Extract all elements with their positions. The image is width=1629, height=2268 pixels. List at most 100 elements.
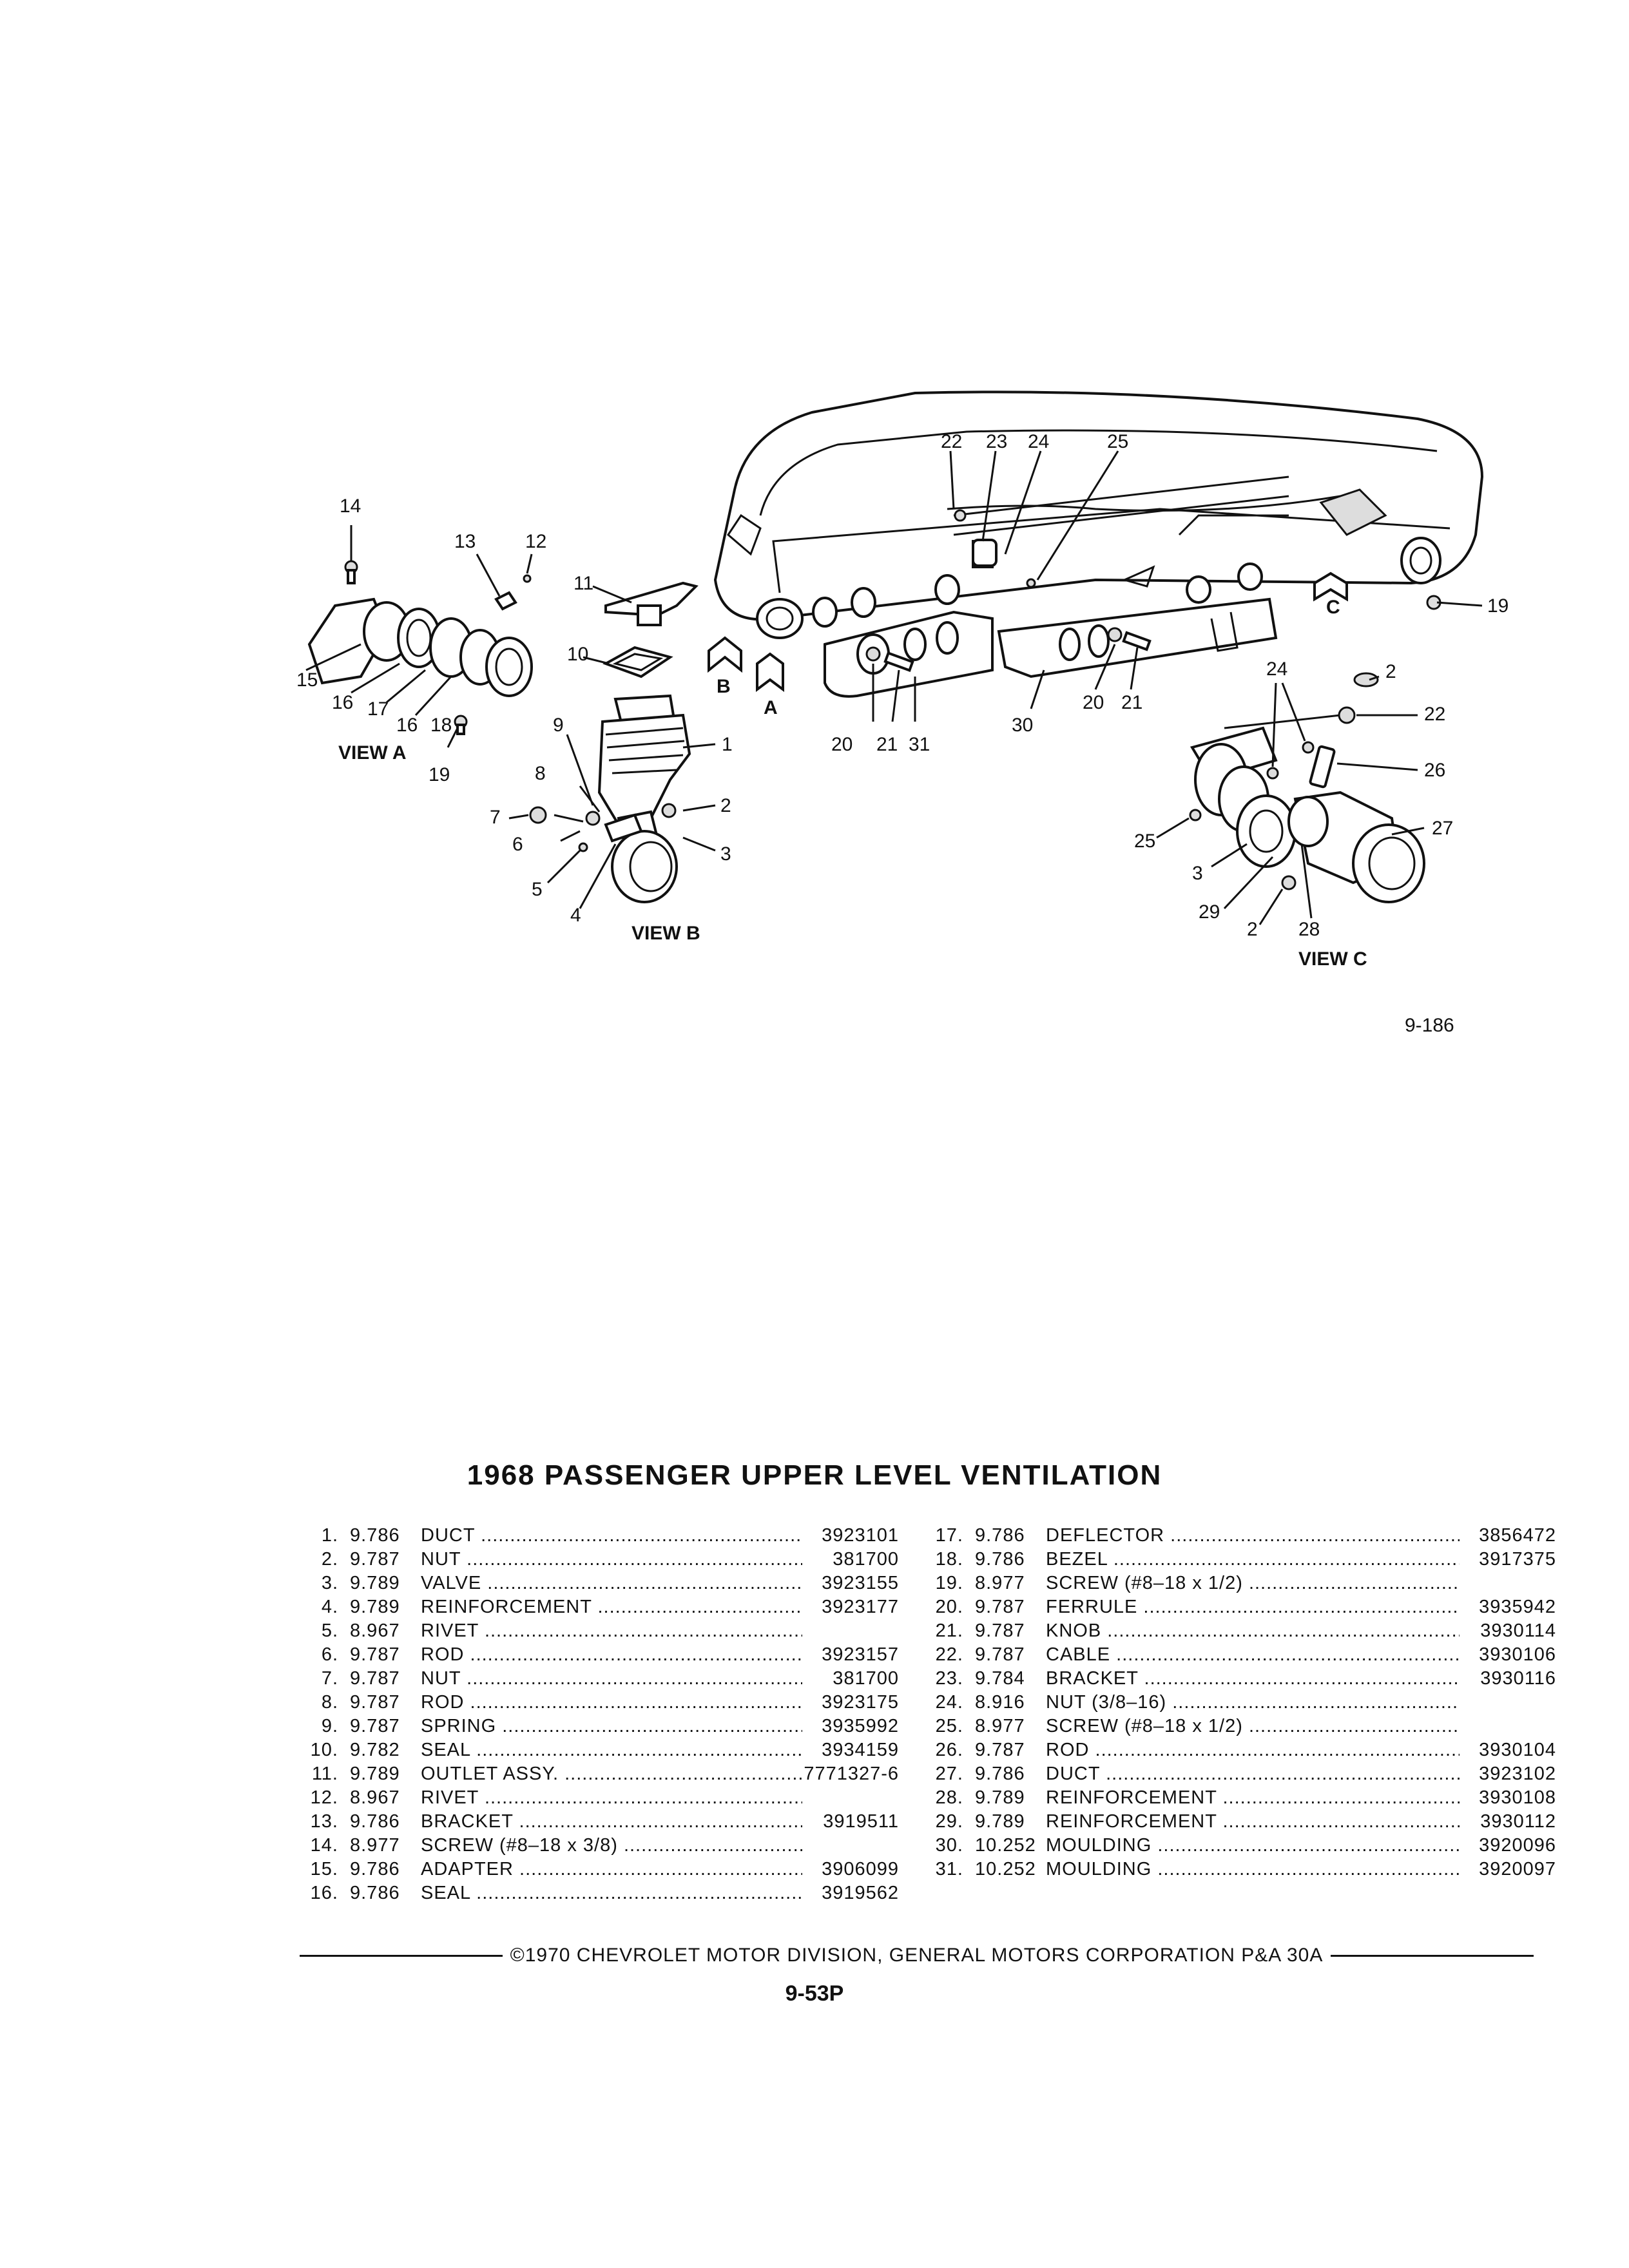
- item-number: 25.: [935, 1716, 963, 1736]
- callout-4: 4: [570, 905, 581, 926]
- group-number: 9.789: [350, 1763, 400, 1784]
- part-name: FERRULE: [1046, 1597, 1460, 1618]
- item-number: 4.: [321, 1597, 338, 1617]
- callout-27: 27: [1432, 818, 1453, 839]
- item-number: 9.: [321, 1716, 338, 1736]
- part-number: 3930112: [1480, 1811, 1556, 1832]
- callout-11: 11: [574, 573, 593, 594]
- parts-row: 30.10.252MOULDING3920096: [925, 1834, 1556, 1858]
- parts-row: 24. 8.916 NUT (3/8–16): [925, 1691, 1556, 1715]
- part-name: ROD: [421, 1644, 802, 1666]
- footer-rule-right: [1331, 1954, 1534, 1957]
- parts-row: 23.9.784BRACKET3930116: [925, 1667, 1556, 1691]
- part-name: SEAL: [421, 1883, 802, 1904]
- view-b-diagram: [508, 694, 716, 909]
- part-name: MOULDING: [1046, 1859, 1460, 1880]
- part-number: 3920097: [1479, 1859, 1556, 1879]
- parts-list-left: 1.9.786DUCT39231012.9.787NUT3817003.9.78…: [300, 1524, 899, 1905]
- callout-19-view-a: 19: [429, 764, 450, 785]
- item-number: 21.: [935, 1620, 963, 1641]
- part-name: NUT (3/8–16): [1046, 1692, 1460, 1713]
- item-number: 15.: [310, 1859, 338, 1879]
- callout-26: 26: [1424, 760, 1445, 781]
- callout-22-view-c: 22: [1424, 704, 1445, 725]
- part-number: 3934159: [822, 1740, 899, 1760]
- part-number: 381700: [833, 1668, 899, 1689]
- group-number: 9.787: [350, 1644, 400, 1665]
- part-name: SCREW (#8–18 x 3/8): [421, 1835, 802, 1856]
- parts-row: 31.10.252MOULDING3920097: [925, 1858, 1556, 1881]
- item-number: 19.: [935, 1573, 963, 1593]
- item-number: 11.: [311, 1763, 338, 1784]
- callout-16b: 16: [396, 715, 418, 736]
- item-number: 16.: [310, 1883, 338, 1903]
- view-c-diagram: [1156, 672, 1425, 925]
- parts-row: 26.9.787ROD3930104: [925, 1738, 1556, 1762]
- group-number: 9.789: [350, 1597, 400, 1617]
- part-number: 3920096: [1479, 1835, 1556, 1856]
- parts-row: 2.9.787NUT381700: [300, 1548, 899, 1571]
- callout-29: 29: [1199, 901, 1220, 923]
- arrow-letter-c: C: [1326, 597, 1340, 618]
- view-c-label: VIEW C: [1298, 948, 1367, 970]
- callout-14: 14: [340, 495, 361, 517]
- part-name: NUT: [421, 1668, 802, 1689]
- callout-16: 16: [332, 692, 353, 713]
- part-name: RIVET: [421, 1787, 802, 1809]
- item-number: 26.: [935, 1740, 963, 1760]
- arrow-letter-a: A: [764, 697, 778, 718]
- callout-25-view-c: 25: [1134, 831, 1155, 852]
- parts-row: 4.9.789REINFORCEMENT3923177: [300, 1595, 899, 1619]
- group-number: 8.916: [975, 1692, 1025, 1713]
- group-number: 8.977: [350, 1835, 400, 1856]
- callout-3-view-c: 3: [1192, 863, 1203, 884]
- page-number: 9-53P: [785, 1981, 844, 2006]
- callout-6: 6: [512, 834, 523, 855]
- callout-21b: 21: [1121, 692, 1142, 713]
- part-name: SCREW (#8–18 x 1/2): [1046, 1716, 1460, 1737]
- part-number: 3923175: [822, 1692, 899, 1713]
- group-number: 9.787: [975, 1620, 1025, 1641]
- callout-7: 7: [490, 807, 501, 828]
- item-number: 3.: [321, 1573, 338, 1593]
- part-number: 3923155: [822, 1573, 899, 1593]
- part-name: REINFORCEMENT: [1046, 1811, 1460, 1832]
- part-name: REINFORCEMENT: [1046, 1787, 1460, 1809]
- item-number: 20.: [935, 1597, 963, 1617]
- item-number: 24.: [935, 1692, 963, 1713]
- callout-28: 28: [1298, 919, 1320, 940]
- group-number: 8.967: [350, 1620, 400, 1641]
- part-number: 3917375: [1479, 1549, 1556, 1570]
- part-name: DEFLECTOR: [1046, 1525, 1460, 1546]
- view-b-label: VIEW B: [631, 923, 700, 944]
- view-a-diagram: [305, 525, 533, 748]
- part-number: 3856472: [1479, 1525, 1556, 1546]
- part-name: SCREW (#8–18 x 1/2): [1046, 1573, 1460, 1594]
- parts-row: 17.9.786DEFLECTOR3856472: [925, 1524, 1556, 1548]
- group-number: 9.786: [350, 1811, 400, 1832]
- group-number: 9.782: [350, 1740, 400, 1760]
- callout-2: 2: [720, 795, 731, 816]
- parts-row: 8.9.787ROD3923175: [300, 1691, 899, 1715]
- group-number: 9.787: [350, 1692, 400, 1713]
- callout-20: 20: [831, 734, 853, 755]
- callout-9: 9: [553, 715, 564, 736]
- callout-2-view-c: 2: [1385, 661, 1396, 682]
- part-number: 3930108: [1479, 1787, 1556, 1808]
- parts-row: 25. 8.977 SCREW (#8–18 x 1/2): [925, 1715, 1556, 1738]
- part-number: 3923101: [822, 1525, 899, 1546]
- part-number: 3923157: [822, 1644, 899, 1665]
- parts-list-right: 17.9.786DEFLECTOR385647218.9.786BEZEL391…: [925, 1524, 1556, 1881]
- item-number: 12.: [310, 1787, 338, 1808]
- part-number: 3935942: [1479, 1597, 1556, 1617]
- group-number: 9.787: [975, 1644, 1025, 1665]
- group-number: 8.977: [975, 1716, 1025, 1736]
- item-number: 13.: [310, 1811, 338, 1832]
- group-number: 9.786: [975, 1763, 1025, 1784]
- part-number: 3935992: [822, 1716, 899, 1736]
- part-number: 3930116: [1480, 1668, 1556, 1689]
- item-number: 27.: [935, 1763, 963, 1784]
